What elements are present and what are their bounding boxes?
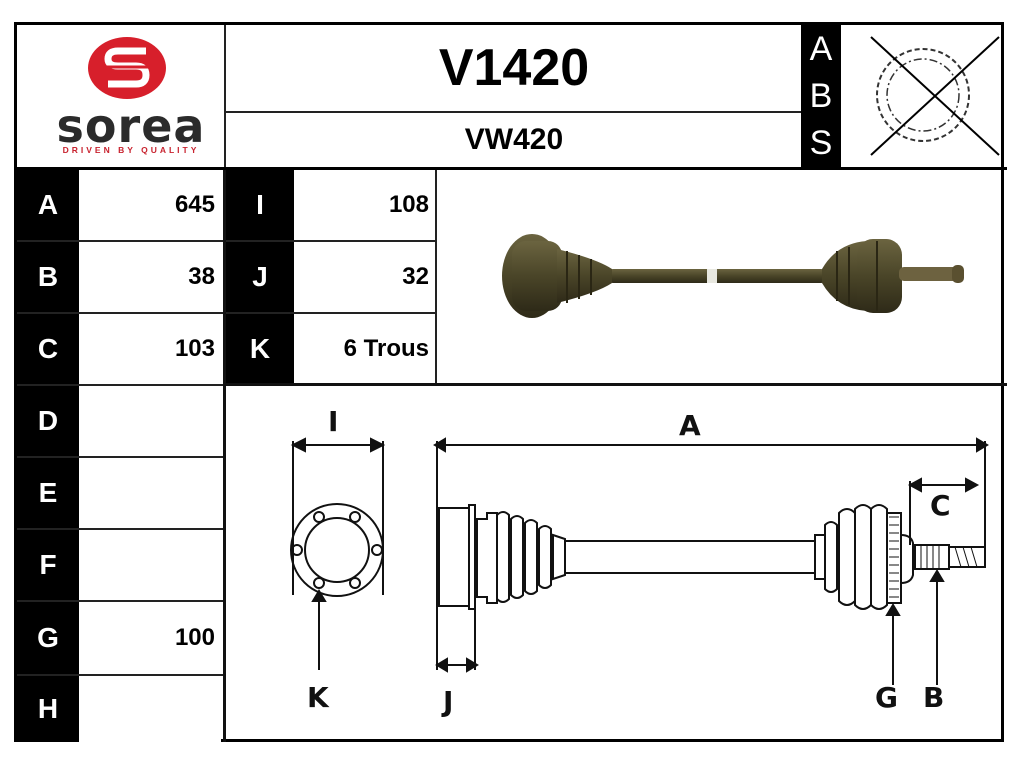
drawing-label-a: A [679,409,701,442]
spec-value-i: 108 [294,170,435,240]
spec-value-f [79,530,221,600]
drawing-label-k: K [307,681,329,714]
spec-key-f: F [17,530,79,600]
spec-key-d: D [17,386,79,456]
spec-value-e [79,458,221,528]
spec-key-g: G [17,602,79,674]
spec-key-i: I [226,170,294,240]
drawing-label-i: I [328,405,339,438]
abs-label: A B S [801,25,841,167]
brand-logo: sorea DRIVEN BY QUALITY [17,25,225,167]
technical-drawing: I A C K J G B [227,385,1004,742]
sorea-s-emblem-icon [88,37,166,99]
spec-key-e: E [17,458,79,528]
spec-key-b: B [17,242,79,312]
spec-key-k: K [226,314,294,383]
abs-letter-s: S [809,124,833,163]
spec-value-a: 645 [79,170,221,240]
spec-key-c: C [17,314,79,384]
product-spec-sheet: sorea DRIVEN BY QUALITY V1420 VW420 A B … [14,22,1007,742]
brand-name: sorea [56,99,206,153]
drawing-label-j: J [443,685,454,718]
drawing-label-b: B [923,681,945,714]
spec-value-j: 32 [294,242,435,312]
spec-value-h [79,676,221,742]
abs-letter-a: A [809,29,833,68]
spec-value-c: 103 [79,314,221,384]
reference-subtitle: VW420 [464,123,564,156]
brand-tagline: DRIVEN BY QUALITY [62,145,200,155]
spec-key-a: A [17,170,79,240]
spec-key-h: H [17,676,79,742]
abs-letter-b: B [809,76,833,115]
drawing-label-c: C [930,489,951,522]
drive-shaft-photo [437,169,1004,383]
spec-value-b: 38 [79,242,221,312]
spec-value-g: 100 [79,602,221,674]
drawing-label-g: G [875,681,898,714]
spec-key-j: J [226,242,294,312]
part-number-title: V1420 [438,39,590,97]
spec-value-k: 6 Trous [294,314,435,383]
abs-ring-crossed-out-icon [843,25,1004,167]
spec-value-d [79,386,221,456]
